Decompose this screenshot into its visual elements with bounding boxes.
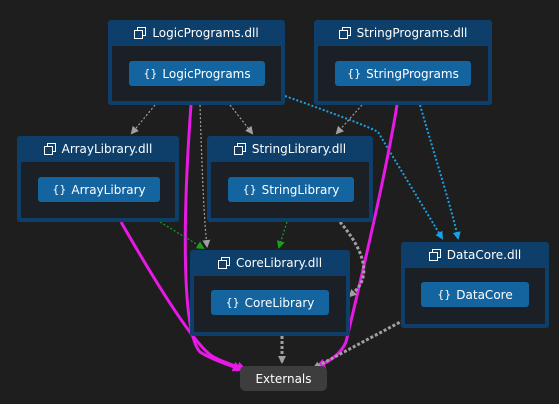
namespace-stringprograms[interactable]: {} StringPrograms: [335, 61, 471, 86]
namespace-label: StringLibrary: [261, 182, 340, 197]
assembly-header: StringLibrary.dll: [211, 136, 369, 162]
namespace-label: StringPrograms: [366, 66, 459, 81]
assembly-title: ArrayLibrary.dll: [61, 142, 153, 156]
assembly-title: CoreLibrary.dll: [235, 256, 323, 270]
assembly-header: StringPrograms.dll: [318, 20, 488, 46]
edge-logicprograms-to-datacore[interactable]: [284, 95, 444, 240]
dll-assembly-icon: [233, 143, 246, 155]
externals-node[interactable]: Externals: [240, 366, 327, 391]
assembly-arraylibrary[interactable]: ArrayLibrary.dll {} ArrayLibrary: [17, 136, 179, 222]
assembly-header: ArrayLibrary.dll: [21, 136, 175, 162]
namespace-braces-icon: {}: [437, 288, 452, 301]
assembly-header: CoreLibrary.dll: [194, 250, 346, 276]
namespace-stringlibrary[interactable]: {} StringLibrary: [228, 177, 354, 202]
namespace-label: CoreLibrary: [244, 295, 315, 310]
namespace-braces-icon: {}: [242, 183, 257, 196]
assembly-title: StringPrograms.dll: [356, 26, 468, 40]
assembly-header: DataCore.dll: [405, 242, 545, 268]
edge-arraylibrary-to-externals[interactable]: [119, 221, 247, 372]
namespace-datacore[interactable]: {} DataCore: [421, 282, 529, 307]
dll-assembly-icon: [428, 249, 441, 261]
assembly-stringprograms[interactable]: StringPrograms.dll {} StringPrograms: [314, 20, 492, 105]
namespace-braces-icon: {}: [143, 67, 158, 80]
assembly-title: StringLibrary.dll: [251, 142, 347, 156]
externals-label: Externals: [255, 371, 312, 386]
edge-arraylibrary-to-corelibrary[interactable]: [159, 221, 205, 250]
assembly-title: LogicPrograms.dll: [152, 26, 259, 40]
namespace-arraylibrary[interactable]: {} ArrayLibrary: [38, 177, 160, 202]
edge-stringlibrary-to-corelibrary[interactable]: [277, 221, 288, 249]
namespace-braces-icon: {}: [52, 183, 67, 196]
dll-assembly-icon: [338, 27, 351, 39]
edge-stringlibrary-to-externals[interactable]: [338, 221, 366, 298]
assembly-datacore[interactable]: DataCore.dll {} DataCore: [401, 242, 549, 328]
dll-assembly-icon: [134, 27, 147, 39]
namespace-corelibrary[interactable]: {} CoreLibrary: [211, 290, 329, 315]
edge-logicprograms-to-corelibrary[interactable]: [199, 104, 211, 248]
namespace-label: DataCore: [456, 287, 513, 302]
edge-stringprograms-to-datacore[interactable]: [419, 104, 461, 240]
edge-logicprograms-to-stringlibrary[interactable]: [229, 104, 254, 135]
assembly-stringlibrary[interactable]: StringLibrary.dll {} StringLibrary: [207, 136, 373, 222]
namespace-braces-icon: {}: [225, 296, 240, 309]
namespace-braces-icon: {}: [347, 67, 362, 80]
assembly-logicprograms[interactable]: LogicPrograms.dll {} LogicPrograms: [108, 20, 285, 105]
namespace-logicprograms[interactable]: {} LogicPrograms: [129, 61, 265, 86]
dll-assembly-icon: [43, 143, 56, 155]
assembly-corelibrary[interactable]: CoreLibrary.dll {} CoreLibrary: [190, 250, 350, 336]
assembly-header: LogicPrograms.dll: [112, 20, 281, 46]
namespace-label: LogicPrograms: [162, 66, 251, 81]
edge-logicprograms-to-arraylibrary[interactable]: [130, 104, 156, 135]
assembly-title: DataCore.dll: [446, 248, 522, 262]
namespace-label: ArrayLibrary: [71, 182, 146, 197]
dll-assembly-icon: [217, 257, 230, 269]
edge-datacore-to-externals[interactable]: [312, 318, 405, 370]
